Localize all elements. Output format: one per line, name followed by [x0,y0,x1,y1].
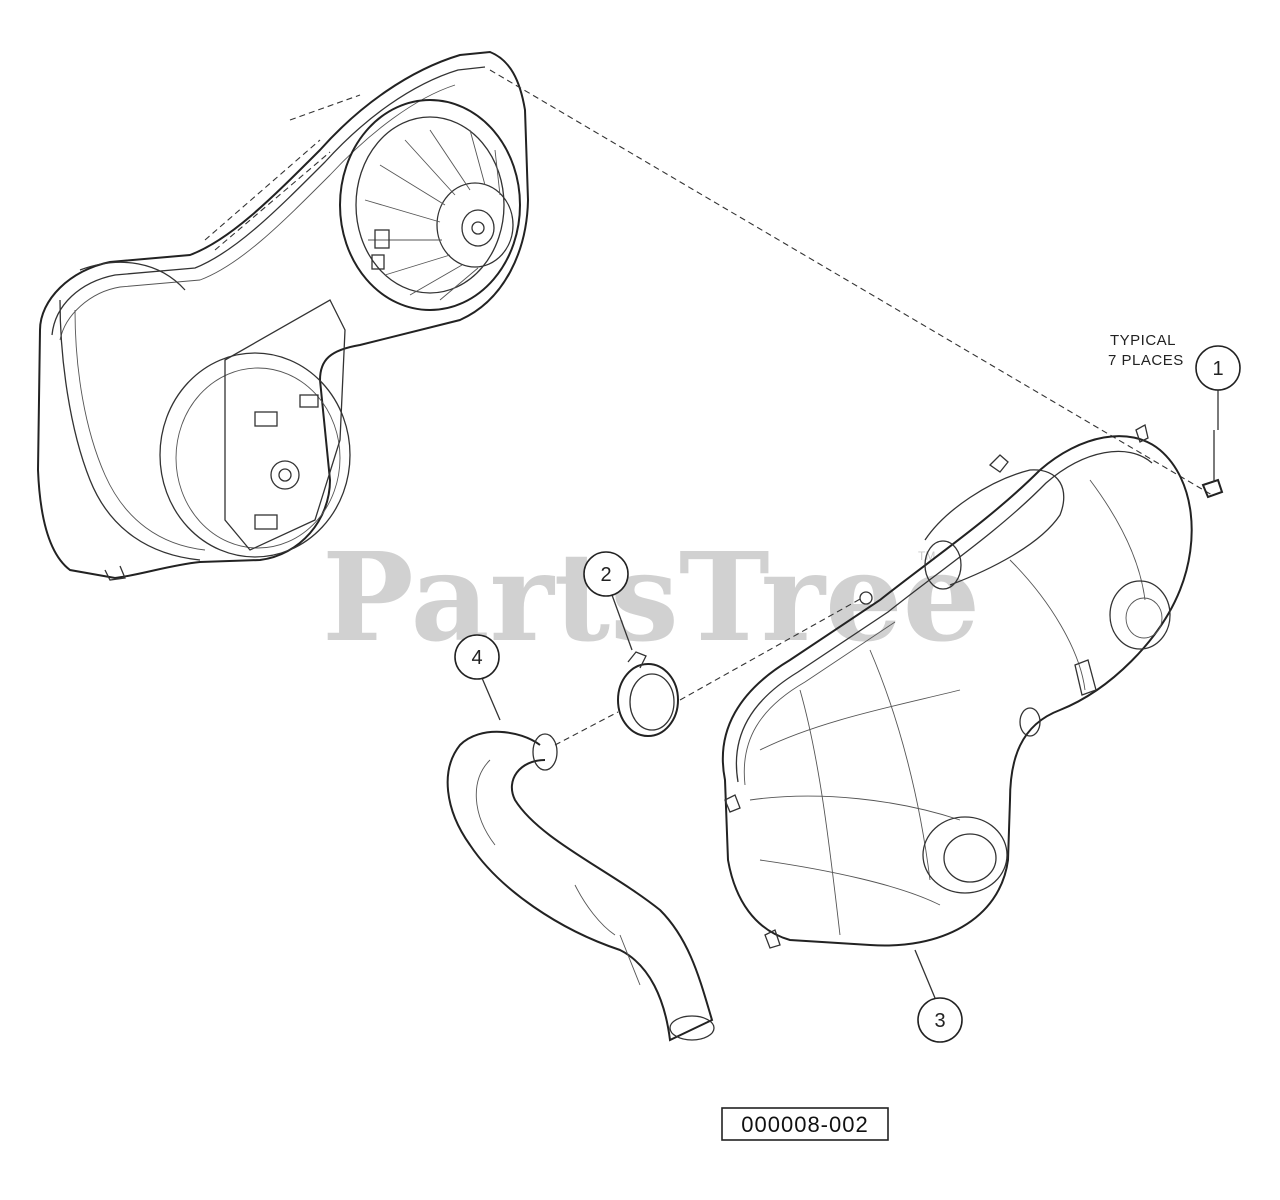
callout-4-circle [454,634,500,680]
callout-4-leader [481,677,501,721]
outer-clutch-cover [721,424,1193,949]
partstree-watermark: PartsTree [322,525,980,669]
callout-4-number: 4 [471,647,482,669]
callout-3-leader [914,949,936,999]
callout-2-circle [583,551,629,597]
bolt-part [1201,430,1224,499]
callout-1-number: 1 [1212,358,1223,380]
hose-clamp-part [617,597,863,737]
inner-clutch-cover [36,50,530,581]
callout-3-number: 3 [934,1010,945,1032]
drawing-code-box [721,1107,889,1141]
bolt-leader-dashed [489,69,1213,496]
callout-2-number: 2 [600,564,611,586]
callout-2-leader [611,594,633,651]
typical-note-line1: TYPICAL [1110,332,1176,349]
callout-1-circle [1195,345,1241,391]
callout-3-circle [917,997,963,1043]
typical-note-line2: 7 PLACES [1108,352,1184,369]
drawing-code-text: 000008-002 [741,1112,868,1137]
intake-hose-part [446,711,715,1042]
